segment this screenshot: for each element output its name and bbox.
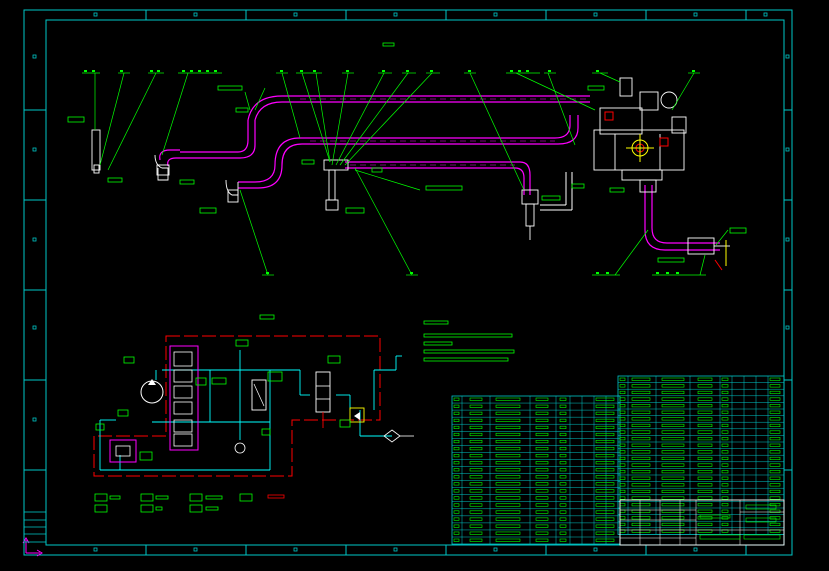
hydraulic-schematic[interactable] [93,335,414,477]
parts-row-marker [453,482,460,486]
left-fitting[interactable] [91,129,101,171]
directional-valve[interactable] [315,371,331,413]
parts-row-marker [453,496,460,500]
parts-row-marker [453,489,460,493]
relief-valve[interactable] [109,439,137,463]
leader-label-marks [84,70,695,274]
notes-heading [423,320,449,325]
parts-row-marker [453,475,460,479]
technical-notes [423,320,515,362]
tank-filter-symbol [383,429,401,443]
title-block-name [699,514,731,519]
right-pipe[interactable] [644,185,720,251]
zone-markers [32,12,790,552]
pipe-callouts [67,85,747,320]
pressure-gauge [234,442,246,454]
parts-row-marker [453,524,460,528]
ucs-axis-icon [22,537,43,557]
schematic-tags [95,339,351,461]
parts-list-table[interactable] [451,375,785,546]
lower-pipe[interactable] [345,161,531,195]
valve-stack[interactable] [169,345,199,451]
parts-row-marker [453,404,460,408]
check-valve[interactable] [349,407,365,423]
inner-border [45,19,785,546]
parts-row-marker [453,461,460,465]
pipe-fittings[interactable] [91,77,730,255]
outer-border [23,9,793,556]
right-end-fitting[interactable] [687,237,715,255]
parts-row-marker [453,517,460,521]
drawing-title-mark [382,42,395,47]
parts-row-marker [453,411,460,415]
parts-row-marker [453,531,460,535]
corner-stamp [23,511,47,543]
parts-row-marker [453,425,460,430]
filter-element[interactable] [251,379,267,411]
manifold-accents [540,111,727,271]
parts-row-marker [453,418,460,422]
parts-row-marker [453,468,460,472]
parts-row-marker [453,432,460,437]
parts-table-left [451,395,621,545]
manifold-block[interactable] [599,107,643,135]
parts-row-marker [453,510,460,514]
upper-pipe[interactable] [254,101,590,121]
valve-block[interactable] [593,129,685,171]
parts-row-marker [453,397,460,401]
pump-arrow [148,379,156,385]
leader-lines [82,72,729,276]
middle-pipe[interactable] [274,115,571,166]
parts-row-marker [453,454,460,458]
hydraulic-lines [99,350,402,471]
parts-row-marker [453,503,460,507]
parts-row-marker [453,538,460,542]
drawing-frame [23,9,793,556]
center-tee-fitting[interactable] [323,159,349,171]
schematic-boundary [93,335,381,477]
parts-row-marker [453,447,460,451]
pipe-centerlines [300,98,590,166]
symbol-legend [94,493,285,513]
parts-row-marker [453,439,460,444]
title-block [619,499,785,546]
pipe-assembly[interactable] [159,95,720,251]
